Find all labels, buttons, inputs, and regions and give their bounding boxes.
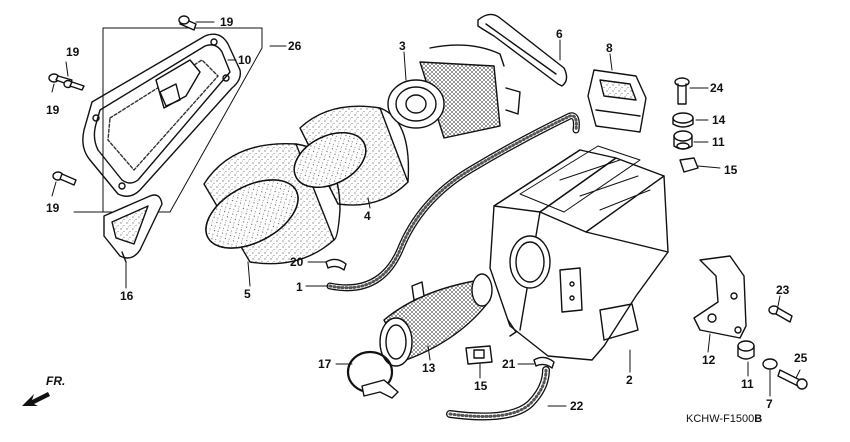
clip-15-top (679, 157, 699, 173)
callout-19: 19 (46, 201, 60, 215)
callout-23: 23 (776, 283, 790, 297)
grommet-11-top (673, 130, 693, 150)
diagram-code: KCHW-F1500B (686, 413, 762, 425)
callout-26: 26 (288, 39, 302, 53)
callout-4: 4 (364, 209, 371, 223)
callout-19: 19 (66, 45, 80, 59)
diagram-code-suffix: B (754, 413, 763, 425)
air-cleaner-case-2 (489, 145, 669, 361)
collar-7 (762, 358, 778, 370)
bolt-24 (674, 77, 690, 105)
callout-19: 19 (220, 15, 234, 29)
connecting-tube-13 (379, 273, 493, 367)
leader-lines (51, 21, 801, 407)
callout-3: 3 (399, 39, 406, 53)
strap-6 (477, 13, 568, 87)
filter-element-3 (387, 44, 521, 139)
callout-12: 12 (702, 353, 716, 367)
drain-tube-16 (103, 194, 163, 263)
foam-element-4 (293, 105, 410, 206)
collar-14 (672, 112, 694, 128)
callout-14: 14 (712, 113, 726, 127)
bolt-19-lower (52, 171, 77, 186)
bolt-25 (777, 369, 808, 390)
clip-15-bottom (465, 345, 493, 365)
bolt-19-top (178, 15, 197, 31)
bolt-19-left (48, 73, 85, 91)
band-17 (346, 350, 399, 399)
callout-11: 11 (712, 135, 725, 149)
callout-17: 17 (318, 357, 332, 371)
callout-25: 25 (794, 351, 808, 365)
callout-15: 15 (724, 163, 738, 177)
callout-15: 15 (474, 379, 488, 393)
callout-21: 21 (502, 357, 516, 371)
callout-20: 20 (290, 255, 304, 269)
grommet-11-bottom (737, 340, 755, 360)
bolt-23 (768, 305, 793, 323)
callout-5: 5 (244, 287, 251, 301)
bracket-12 (693, 255, 747, 339)
bracket-8 (587, 69, 647, 133)
callout-16: 16 (120, 289, 134, 303)
front-direction-arrow-icon (22, 392, 50, 406)
callout-22: 22 (570, 399, 584, 413)
callout-13: 13 (422, 361, 436, 375)
callout-10: 10 (238, 53, 252, 67)
callout-2: 2 (626, 373, 633, 387)
callout-6: 6 (556, 27, 563, 41)
callout-19: 19 (46, 103, 60, 117)
air-cleaner-cover (82, 33, 242, 197)
callout-11: 11 (741, 377, 754, 391)
diagram-code-prefix: KCHW-F1500 (686, 413, 755, 425)
callout-1: 1 (296, 280, 303, 294)
front-direction-label: FR. (46, 374, 66, 388)
callout-7: 7 (766, 397, 773, 411)
callout-8: 8 (606, 41, 613, 55)
callout-24: 24 (710, 81, 724, 95)
